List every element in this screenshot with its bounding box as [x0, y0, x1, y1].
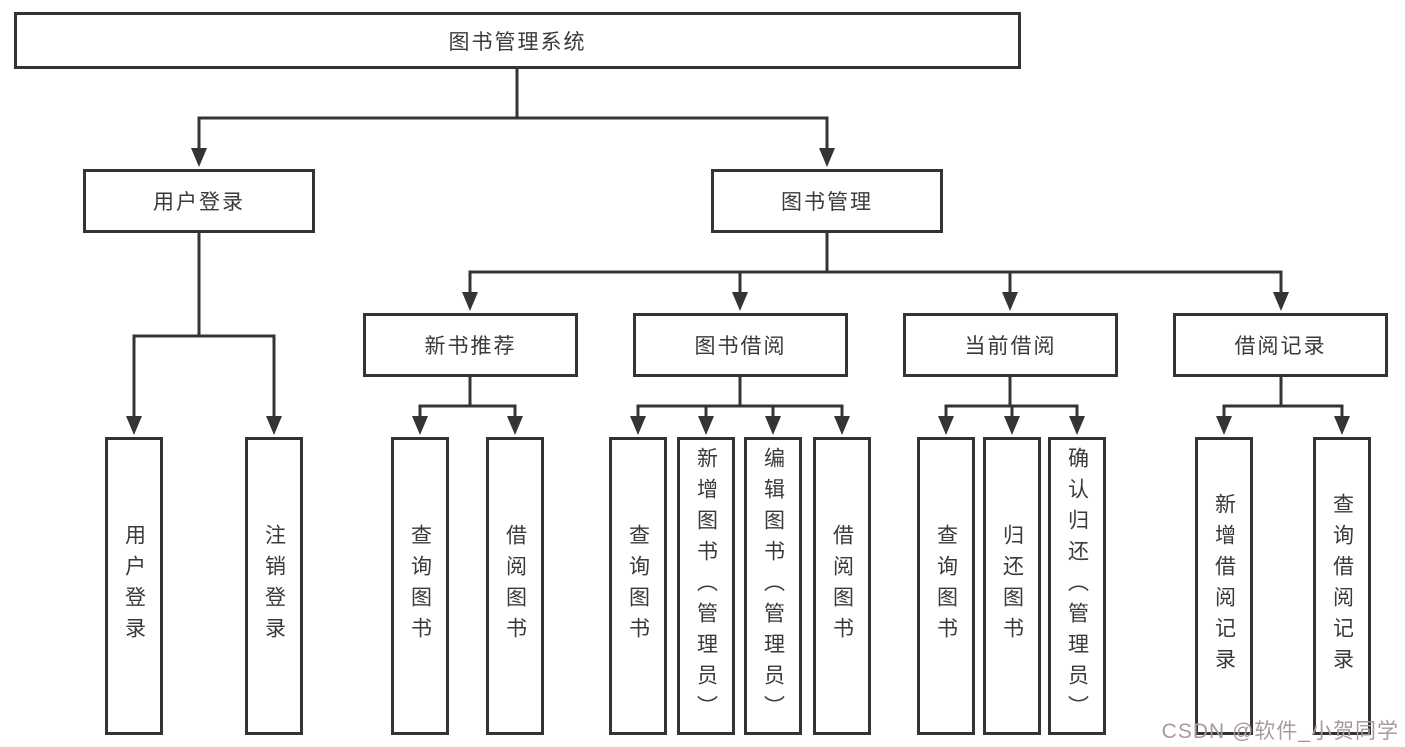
leaf-borrow-books-borrowing: 借阅图书 [813, 437, 871, 735]
leaf-logout-login: 注销登录 [245, 437, 303, 735]
node-user-login: 用户登录 [83, 169, 315, 233]
leaf-query-books-recommend: 查询图书 [391, 437, 449, 735]
leaf-add-borrow-record: 新增借阅记录 [1195, 437, 1253, 735]
leaf-return-books-label: 归还图书 [1000, 524, 1024, 648]
leaf-add-books-admin-label: 新增图书（管理员） [694, 446, 718, 726]
leaf-edit-books-admin-label: 编辑图书（管理员） [761, 446, 785, 726]
leaf-borrow-books-recommend-label: 借阅图书 [503, 524, 527, 648]
node-library-system-label: 图书管理系统 [448, 30, 587, 54]
leaf-user-login-label: 用户登录 [122, 524, 146, 648]
leaf-user-login: 用户登录 [105, 437, 163, 735]
node-book-management: 图书管理 [711, 169, 943, 233]
node-borrow-records-label: 借阅记录 [1234, 335, 1327, 358]
leaf-add-books-admin: 新增图书（管理员） [677, 437, 735, 735]
leaf-query-books-current-label: 查询图书 [934, 524, 958, 648]
node-library-system: 图书管理系统 [14, 12, 1021, 69]
leaf-query-books-borrowing-label: 查询图书 [626, 524, 650, 648]
node-borrow-records: 借阅记录 [1173, 313, 1388, 377]
node-new-book-recommend-label: 新书推荐 [424, 335, 517, 358]
leaf-borrow-books-recommend: 借阅图书 [486, 437, 544, 735]
connector-path [132, 67, 1344, 421]
leaf-query-books-current: 查询图书 [917, 437, 975, 735]
node-book-management-label: 图书管理 [781, 191, 873, 214]
node-book-borrowing: 图书借阅 [633, 313, 848, 377]
node-book-borrowing-label: 图书借阅 [694, 335, 787, 358]
leaf-query-borrow-record: 查询借阅记录 [1313, 437, 1371, 735]
leaf-confirm-return-admin-label: 确认归还（管理员） [1065, 446, 1089, 726]
leaf-edit-books-admin: 编辑图书（管理员） [744, 437, 802, 735]
leaf-query-books-borrowing: 查询图书 [609, 437, 667, 735]
watermark: CSDN @软件_小贺同学 [1161, 720, 1399, 743]
node-current-borrowing: 当前借阅 [903, 313, 1118, 377]
node-user-login-label: 用户登录 [153, 191, 245, 214]
leaf-return-books: 归还图书 [983, 437, 1041, 735]
leaf-query-books-recommend-label: 查询图书 [408, 524, 432, 648]
node-current-borrowing-label: 当前借阅 [964, 335, 1057, 358]
leaf-logout-login-label: 注销登录 [262, 524, 286, 648]
node-new-book-recommend: 新书推荐 [363, 313, 578, 377]
leaf-borrow-books-borrowing-label: 借阅图书 [830, 524, 854, 648]
leaf-query-borrow-record-label: 查询借阅记录 [1330, 493, 1354, 679]
leaf-confirm-return-admin: 确认归还（管理员） [1048, 437, 1106, 735]
leaf-add-borrow-record-label: 新增借阅记录 [1212, 493, 1236, 679]
